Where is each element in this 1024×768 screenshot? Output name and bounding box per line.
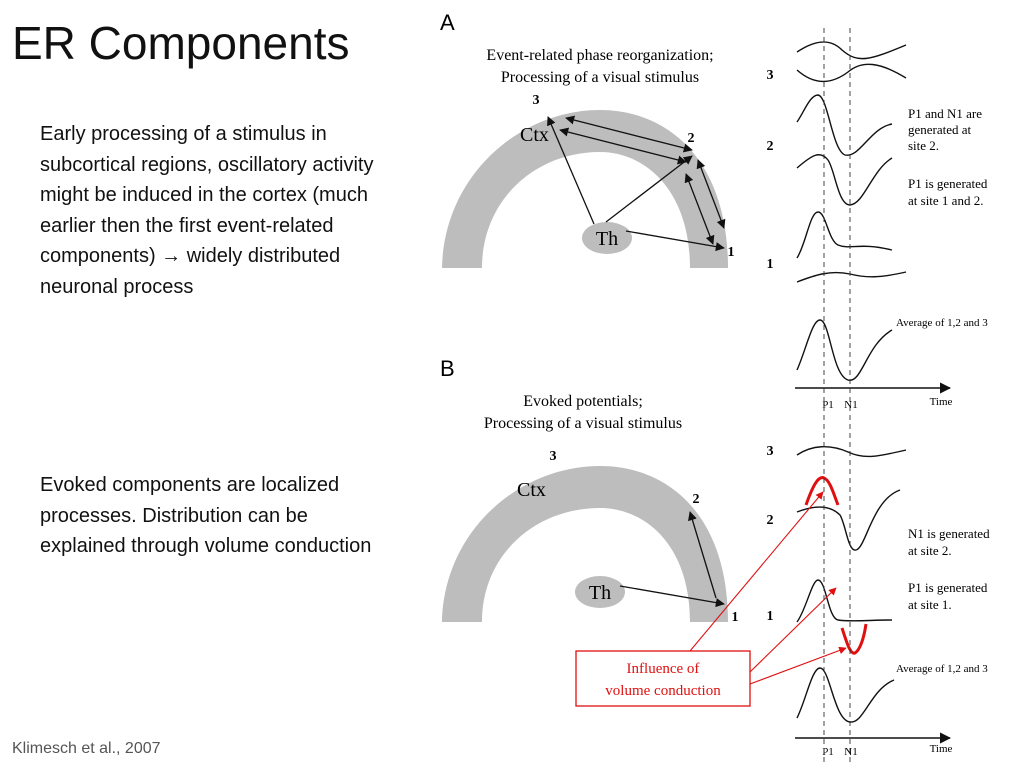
panel-a-annotation-2-line1: P1 is generated	[908, 176, 988, 191]
panel-a-trace-1b	[796, 271, 907, 283]
paragraph-phase-reorganization: Early processing of a stimulus in subcor…	[40, 123, 374, 298]
panel-b-annotation-2: P1 is generated at site 1.	[908, 580, 988, 612]
panel-b-trace-label-2: 2	[767, 513, 774, 528]
panel-a-caption-line2: Processing of a visual stimulus	[501, 69, 699, 86]
volume-conduction-line1: Influence of	[627, 661, 700, 677]
panel-a-tick-p1: P1	[822, 399, 834, 411]
panel-a-trace-2a	[796, 94, 893, 156]
panel-b-trace-1	[796, 579, 893, 623]
panel-a-thalamus	[582, 222, 632, 254]
panel-a-thalamus-label: Th	[596, 228, 618, 250]
panel-a-trace-avg	[796, 319, 893, 381]
paragraph-evoked-components: Evoked components are localized processe…	[40, 474, 372, 557]
panel-b-arrows	[619, 511, 725, 608]
panel-b-trace-label-1: 1	[767, 609, 774, 624]
panel-a-trace-label-1: 1	[767, 257, 774, 272]
panel-a-cortex-label: Ctx	[520, 124, 549, 146]
panel-a-caption-line1: Event-related phase reorganization;	[486, 47, 713, 64]
panel-a-average-label: Average of 1,2 and 3	[896, 317, 988, 329]
panel-a-tick-n1: N1	[844, 399, 857, 411]
panel-a-arrows	[547, 115, 726, 252]
panel-b-cortex-arc	[442, 466, 728, 622]
panel-b-letter: B	[440, 356, 455, 381]
p1-n1-reference-lines	[823, 28, 851, 765]
panel-b-annotation-2-line2: at site 1.	[908, 597, 952, 612]
panel-b-highlights	[804, 476, 868, 655]
panel-b-thalamus-label: Th	[589, 582, 611, 604]
panel-b-trace-3	[796, 446, 907, 458]
panel-b-traces	[796, 446, 907, 723]
panel-a-site-2-label: 2	[688, 131, 695, 146]
panel-b-annotation-1-line1: N1 is generated	[908, 526, 990, 541]
volume-conduction-line2: volume conduction	[605, 683, 721, 699]
slide-title: ER Components	[12, 17, 350, 69]
panel-b-n1-highlight	[840, 623, 868, 655]
panel-b-site-1-label: 1	[732, 610, 739, 625]
panel-b-axis-label: Time	[930, 743, 953, 755]
panel-a-site-3-label: 3	[533, 93, 540, 108]
panel-b-trace-2	[796, 489, 901, 551]
panel-b-site-2-label: 2	[693, 492, 700, 507]
panel-a-site-1-label: 1	[728, 245, 735, 260]
panel-b-annotation-1-line2: at site 2.	[908, 543, 952, 558]
panel-b-cortex-label: Ctx	[517, 479, 546, 501]
panel-b-annotation-1: N1 is generated at site 2.	[908, 526, 990, 558]
panel-a-annotation-1-line3: site 2.	[908, 138, 939, 153]
panel-a-axis-label: Time	[930, 396, 953, 408]
panel-b-caption-line2: Processing of a visual stimulus	[484, 415, 682, 432]
panel-a-traces	[796, 41, 907, 381]
volume-conduction-box	[575, 650, 751, 707]
panel-b-annotation-2-line1: P1 is generated	[908, 580, 988, 595]
figure-canvas: A Event-related phase reorganization; Pr…	[440, 10, 990, 765]
panel-b-p1-highlight	[804, 476, 840, 506]
volume-conduction-arrows	[689, 491, 847, 685]
panel-a-letter: A	[440, 10, 455, 35]
figure: A Event-related phase reorganization; Pr…	[425, 0, 1024, 768]
panel-a-trace-3b	[796, 63, 907, 83]
panel-b-caption-line1: Evoked potentials;	[523, 393, 643, 410]
citation: Klimesch et al., 2007	[12, 740, 161, 757]
panel-b-site-3-label: 3	[550, 449, 557, 464]
panel-a-annotation-2-line2: at site 1 and 2.	[908, 193, 983, 208]
panel-b-tick-n1: N1	[844, 746, 857, 758]
panel-a-trace-1a	[796, 211, 893, 259]
panel-a-trace-label-2: 2	[767, 139, 774, 154]
panel-a-annotation-2: P1 is generated at site 1 and 2.	[908, 176, 988, 208]
panel-b-thalamus	[575, 576, 625, 608]
panel-a-annotation-1-line1: P1 and N1 are	[908, 106, 982, 121]
panel-a-annotation-1: P1 and N1 are generated at site 2.	[908, 106, 982, 153]
panel-b-trace-label-3: 3	[767, 444, 774, 459]
panel-a-trace-3a	[796, 41, 907, 60]
panel-a-annotation-1-line2: generated at	[908, 122, 972, 137]
panel-b-tick-p1: P1	[822, 746, 834, 758]
panel-a-trace-label-3: 3	[767, 68, 774, 83]
panel-b-trace-avg	[796, 667, 895, 723]
panel-a-trace-2b	[796, 154, 893, 206]
panel-b-average-label: Average of 1,2 and 3	[896, 663, 988, 675]
